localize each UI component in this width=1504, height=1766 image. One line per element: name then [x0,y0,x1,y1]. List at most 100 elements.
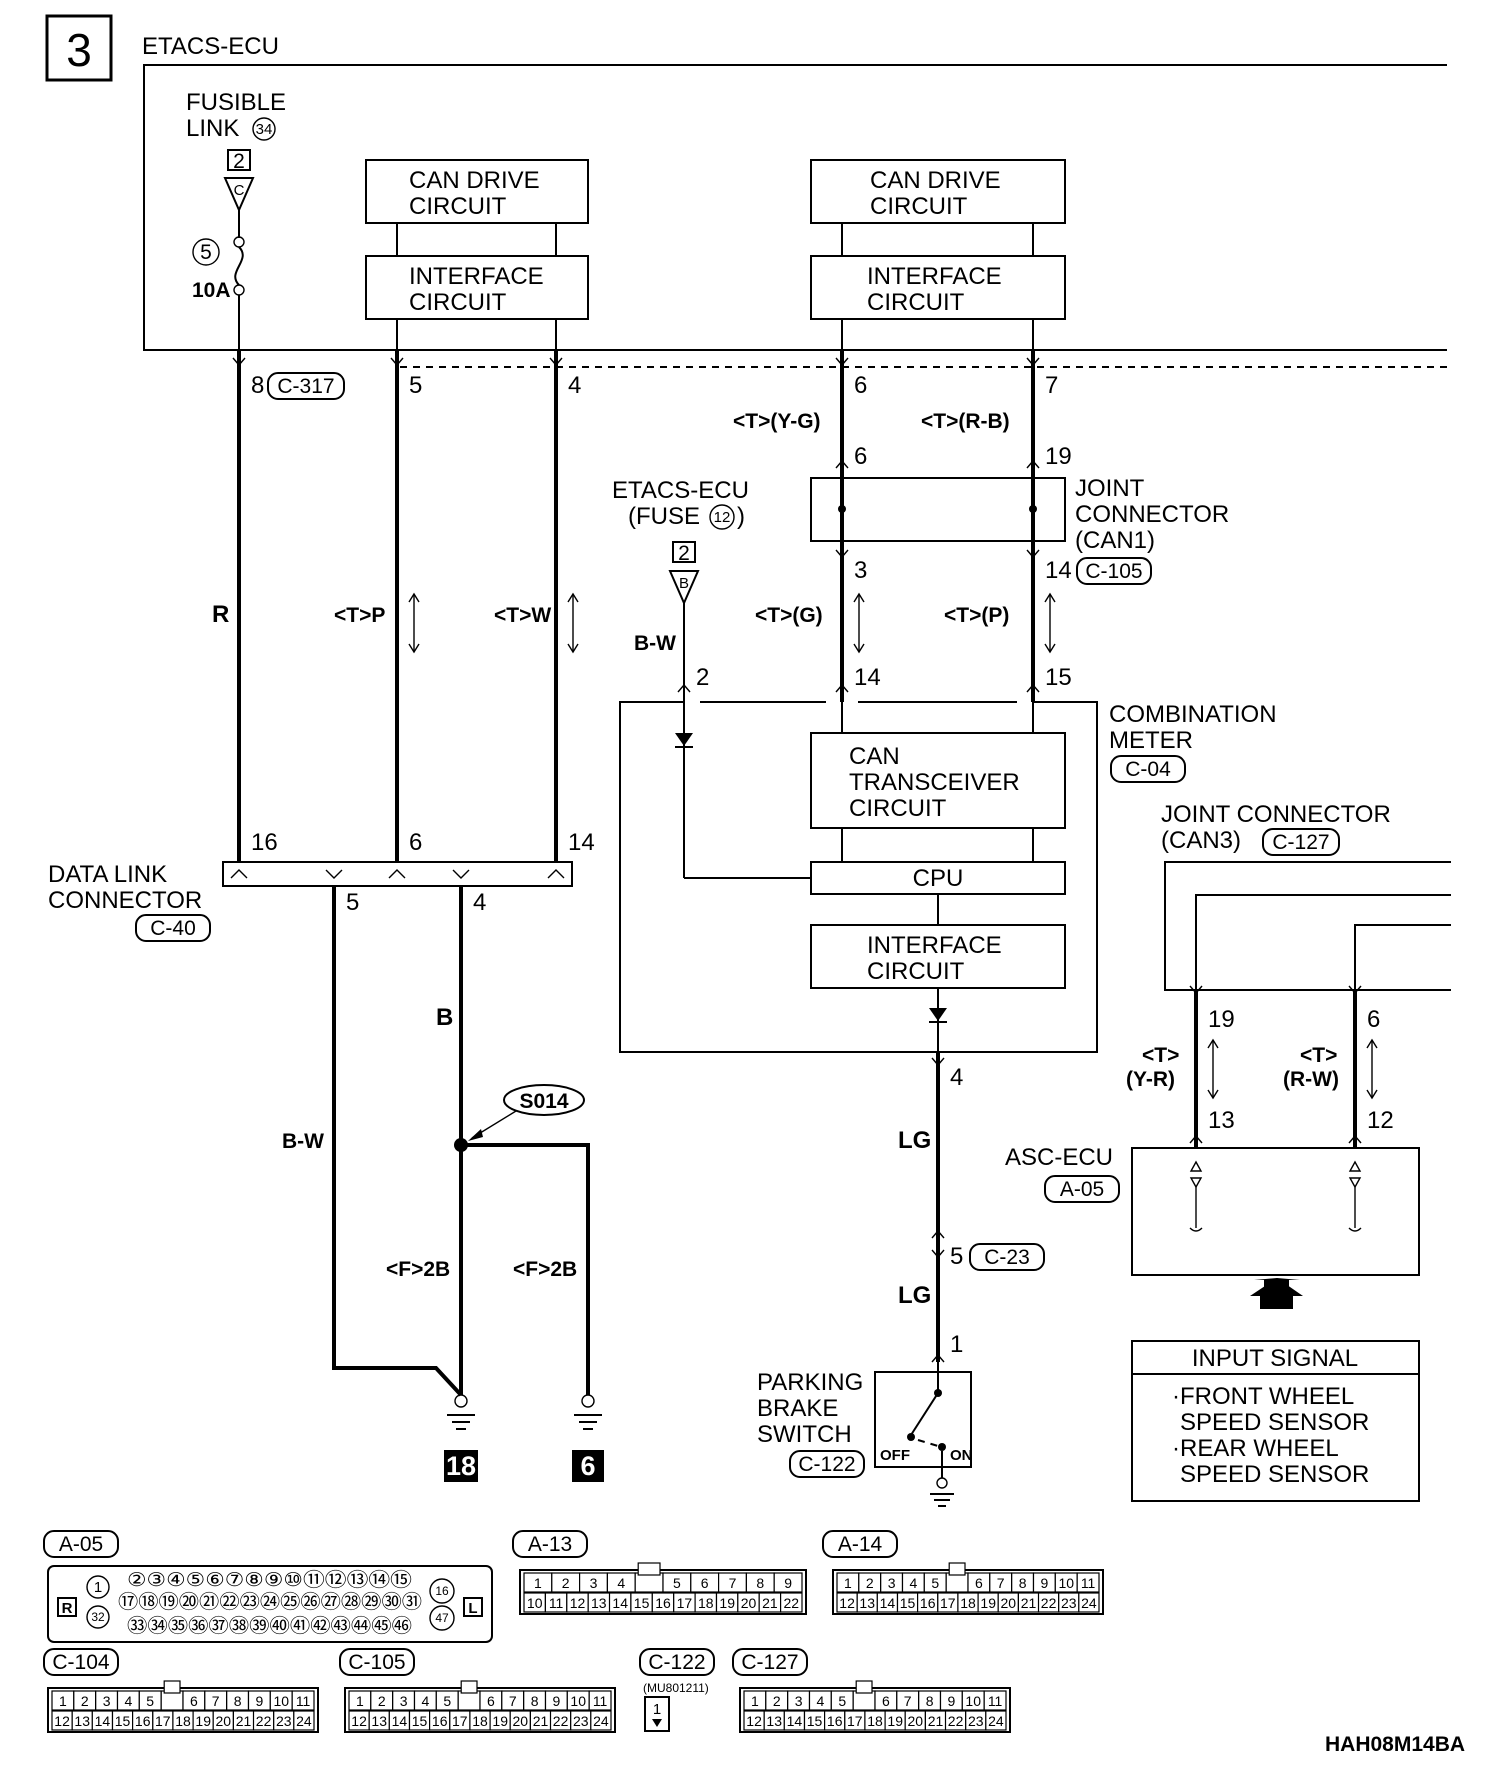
can-transceiver-circuit [810,732,1066,829]
etacs-fuse-letter: B [679,575,689,592]
meter-iface-l1: INTERFACE [867,932,1002,959]
pbs-contact-off [907,1433,915,1441]
c122-part-number: (MU801211) [643,1681,709,1695]
parking-label-1: PARKING [757,1369,863,1396]
a13-pin-label: 19 [719,1595,735,1611]
a13-pin-label: 14 [612,1595,628,1611]
a13-view-badge [512,1530,588,1558]
wire-label-r: R [212,601,229,628]
c104-key-slot [163,1680,181,1694]
joint-can1-pin-bot-l: 3 [854,557,867,584]
pbs-on-label: ON [950,1447,973,1464]
c122-pin-1: 1 [653,1701,661,1718]
a13-pin-label: 21 [762,1595,778,1611]
joint-can1-label-3: (CAN1) [1075,527,1155,554]
input-signal-item-2b: SPEED SENSOR [1180,1461,1369,1488]
c127-key-slot [855,1680,873,1694]
meter-pin-15: 15 [1045,664,1072,691]
a13-key-slot [637,1562,661,1576]
wire-label-lg-1: LG [898,1127,931,1154]
c105-view-badge [339,1648,415,1676]
a13-pin-label: 7 [729,1575,737,1591]
c127-pin-label: 7 [904,1693,912,1709]
c105-pin-label: 15 [412,1713,428,1729]
c127-pin-cell [985,1710,1007,1731]
fuse-number-circle [192,238,220,266]
c127-pin-label: 2 [773,1693,781,1709]
c105-pin-label: 17 [452,1713,468,1729]
c104-pin-label: 1 [59,1693,67,1709]
a05-view-id: A-05 [59,1533,103,1556]
c104-pin-label: 5 [146,1693,154,1709]
splice-s014-badge [503,1084,585,1116]
a14-key-slot [948,1562,966,1576]
joint-can3-id: C-127 [1272,831,1329,854]
a14-pin-label: 3 [888,1575,896,1591]
a05-pin-32-circle [86,1605,110,1629]
c105-pin-label: 20 [513,1713,529,1729]
c105-pin-label: 16 [432,1713,448,1729]
c104-pin-label: 11 [296,1693,311,1709]
cpu-label: CPU [913,865,964,892]
c104-pin-label: 14 [95,1713,111,1729]
joint-can1-id: C-105 [1085,560,1142,583]
c105-pin-cell [590,1710,612,1731]
a14-pin-label: 4 [910,1575,918,1591]
c127-pin-label: 15 [807,1713,823,1729]
c104-pin-label: 3 [103,1693,111,1709]
c104-pin-label: 24 [296,1713,312,1729]
c127-pin-label: 16 [827,1713,843,1729]
c127-pin-label: 8 [926,1693,934,1709]
a05-right-letter: L [468,1600,477,1617]
c104-pin-cell [160,1690,184,1711]
a14-pin-label: 21 [1021,1595,1037,1611]
joint-can1-pin-top-l: 6 [854,443,867,470]
c127-pin-label: 9 [948,1693,956,1709]
c317-badge [267,372,345,400]
can-drive-circuit-right [810,159,1066,224]
a14-pin-label: 8 [1019,1575,1027,1591]
a05-left-key [57,1597,77,1617]
c122-latch [652,1719,662,1727]
dlc-terminals [230,869,565,879]
c127-pin-label: 6 [882,1693,890,1709]
lg-connector-arrows [931,1057,945,1363]
c104-pin-cell [293,1710,315,1731]
c105-pin-label: 14 [392,1713,408,1729]
c104-pin-label: 22 [256,1713,272,1729]
joint-can3-label-2: (CAN3) [1161,827,1241,854]
a14-pin-label: 23 [1061,1595,1077,1611]
etacs-fuse-label-1: ETACS-ECU [612,477,749,504]
c04-badge [1110,755,1186,783]
a14-pin-cell [1076,1572,1100,1593]
can1-junction-r [1029,505,1037,513]
ground-6-label: 6 [580,1451,595,1481]
input-signal-item-1a: ·FRONT WHEEL [1172,1383,1354,1410]
c317-id: C-317 [277,375,334,398]
can-transceiver-l2: TRANSCEIVER [849,769,1020,796]
c127-badge [1262,828,1340,856]
joint-can1-label-1: JOINT [1075,475,1145,502]
asc-ecu-box [1131,1147,1420,1276]
ground-symbol-1 [447,1394,475,1430]
c105-pin-label: 12 [351,1713,367,1729]
fuse-terminal-bottom [233,284,245,296]
c105-pin-cell [457,1690,481,1711]
a14-pin-label: 16 [920,1595,936,1611]
c23-id: C-23 [984,1246,1030,1269]
a14-pin-label: 15 [900,1595,916,1611]
c127-pin-label: 13 [766,1713,782,1729]
etacs-fuse-pin: 2 [696,664,709,691]
meter-pin-4: 4 [950,1064,963,1091]
ground-6-badge [572,1450,604,1482]
interface-left-l2: CIRCUIT [409,289,507,316]
etacs-fuse-close: ) [737,503,745,530]
c127-pin-label: 19 [887,1713,903,1729]
a14-pin-label: 9 [1041,1575,1049,1591]
fusible-link-label-2: LINK [186,115,239,142]
a14-pin-label: 17 [940,1595,956,1611]
c127-pin-label: 5 [838,1693,846,1709]
